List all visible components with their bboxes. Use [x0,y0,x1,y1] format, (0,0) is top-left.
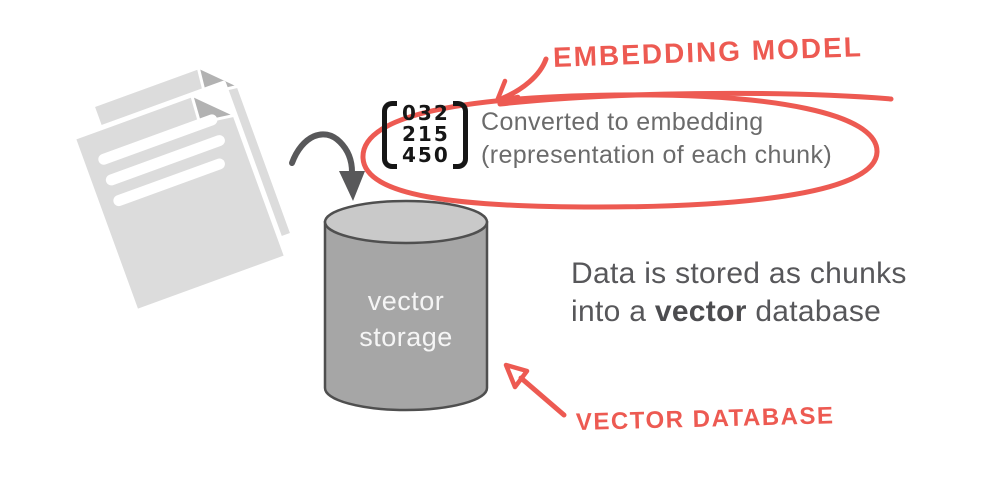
cylinder-label-line1: vector [367,286,445,316]
storage-description-line2-prefix: into a [571,295,655,328]
matrix-rows: 032 215 450 [397,101,453,169]
converted-caption-line2: (representation of each chunk) [481,141,833,169]
matrix-bracket-right-icon [452,101,468,169]
red-circle-annotation [360,90,894,210]
document-front-icon [70,80,290,315]
matrix-row: 032 [402,101,450,125]
documents-icon [70,53,296,315]
embedding-matrix: 032 215 450 [382,101,468,169]
storage-description: Data is stored as chunks into a vector d… [571,255,907,331]
storage-description-line2-bold: vector [654,295,747,328]
cylinder-label-line2: storage [359,322,453,352]
red-arrow-to-cylinder-icon [503,362,567,418]
red-arrow-to-matrix-icon [494,56,549,104]
matrix-row: 450 [402,143,450,167]
storage-description-line2: into a vector database [571,293,907,331]
matrix-bracket-left-icon [382,101,397,169]
converted-caption-line1: Converted to embedding [481,108,764,136]
matrix-row: 215 [402,122,450,146]
storage-description-line2-suffix: database [746,295,882,328]
cylinder-label: vector storage [326,283,486,355]
converted-caption: Converted to embedding (representation o… [481,106,832,172]
storage-description-line1: Data is stored as chunks [571,257,907,290]
curved-arrow-icon [289,131,365,201]
database-cylinder-icon [323,199,489,412]
